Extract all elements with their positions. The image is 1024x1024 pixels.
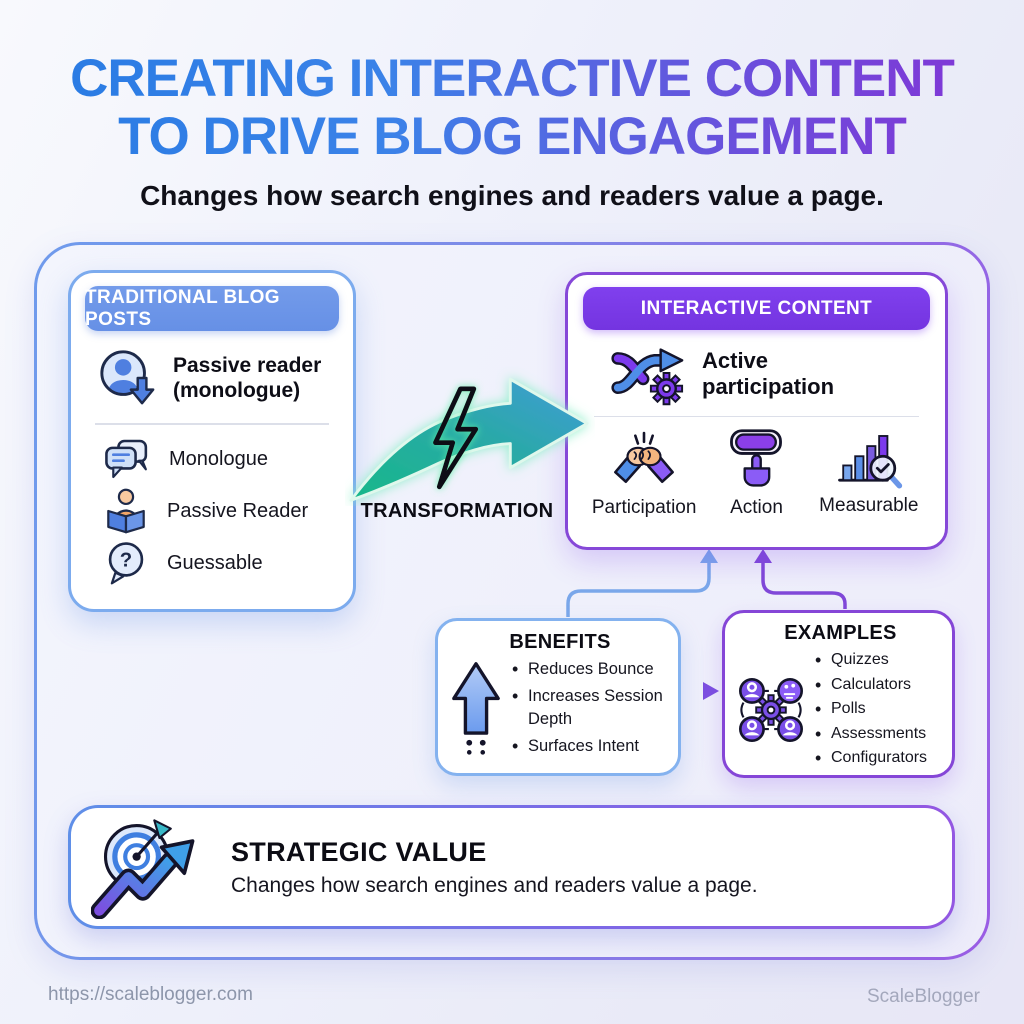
examples-box: EXAMPLES [722,610,955,778]
lightning-swoosh-arrow-icon [349,377,589,502]
clasped-hands-icon [614,431,675,484]
list-item: Configurators [815,746,927,770]
list-item: Surfaces Intent [512,734,670,759]
traditional-blog-posts-box: TRADITIONAL BLOG POSTS Passive reader (m… [68,270,356,612]
examples-list: Quizzes Calculators Polls Assessments Co… [815,648,927,772]
list-item: Increases Session Depth [512,684,670,730]
question-bubble-icon: ? [108,542,144,585]
strategic-value-box: STRATEGIC VALUE Changes how search engin… [68,805,955,929]
chat-bubbles-icon [105,439,148,479]
target-growth-arrow-icon [91,819,195,919]
person-reading-book-icon [107,488,145,534]
page-title: CREATING INTERACTIVE CONTENT TO DRIVE BL… [0,50,1024,167]
title-line-1: CREATING INTERACTIVE CONTENT [70,49,954,108]
svg-text:?: ? [120,550,132,572]
page-subtitle: Changes how search engines and readers v… [140,180,884,211]
interactive-item-action: Action [700,427,812,519]
interactive-divider [594,416,919,417]
paint-roller-hand-icon [730,429,783,487]
list-item: Polls [815,697,927,721]
active-participation-label: Active participation [702,347,835,399]
title-line-2: TO DRIVE BLOG ENGAGEMENT [118,107,906,167]
list-item: Calculators [815,673,927,697]
list-item-passive-reader: Passive Reader [71,485,353,537]
bar-chart-magnifier-icon [837,435,902,489]
transformation-label: TRANSFORMATION [360,500,554,522]
list-item: Reduces Bounce [512,657,670,682]
passive-reader-label: Passive reader (monologue) [173,353,322,402]
interactive-item-measurable: Measurable [813,427,925,519]
benefits-list: Reduces Bounce Increases Session Depth S… [512,657,670,762]
list-item: Quizzes [815,648,927,672]
footer-url: https://scaleblogger.com [48,984,253,1005]
traditional-header-pill: TRADITIONAL BLOG POSTS [85,286,339,331]
footer-brand: ScaleBlogger [866,986,980,1007]
passive-user-down-arrow-icon [100,350,155,405]
strategic-title: STRATEGIC VALUE [231,836,487,867]
strategic-description: Changes how search engines and readers v… [231,873,758,897]
shuffle-gear-icon [611,348,684,406]
traditional-divider [95,423,329,425]
interactive-content-box: INTERACTIVE CONTENT Active [565,272,948,550]
users-around-gear-icon [739,678,803,743]
up-arrow-icon [452,662,500,755]
interactive-item-participation: Participation [588,427,700,519]
benefits-title: BENEFITS [509,631,611,653]
interactive-header-pill: INTERACTIVE CONTENT [583,287,930,330]
list-item: Assessments [815,722,927,746]
list-item-guessable: ? Guessable [71,537,353,589]
list-item-monologue: Monologue [71,433,353,485]
passive-reader-feature: Passive reader (monologue) [71,339,353,415]
examples-title: EXAMPLES [784,622,897,644]
benefits-box: BENEFITS Reduces Bounce Increases Sessio… [435,618,681,776]
active-participation-feature: Active participation [568,336,945,410]
